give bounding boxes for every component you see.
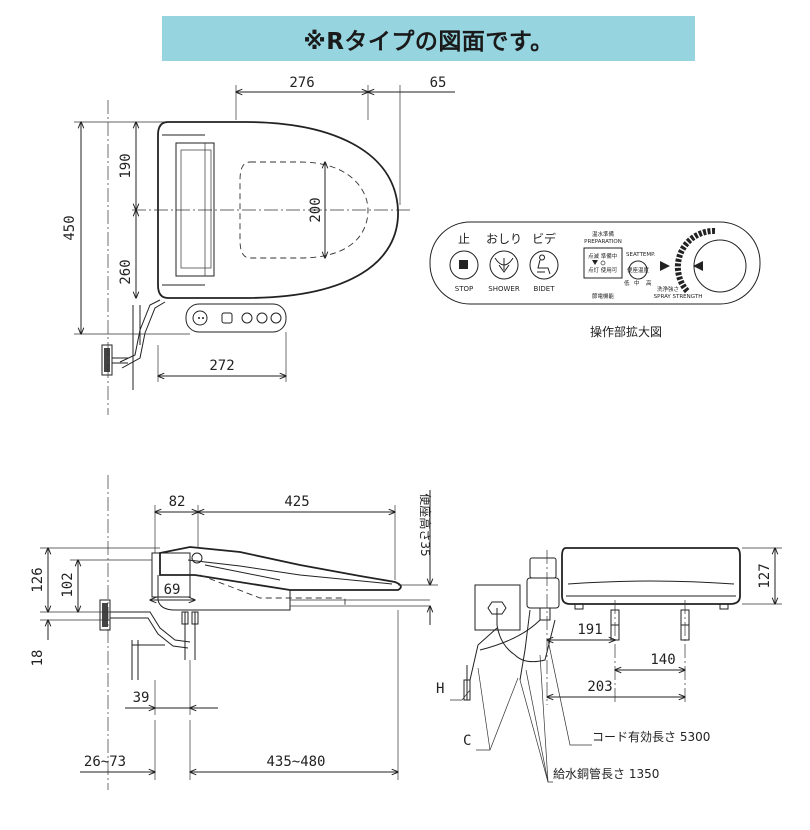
dim-272: 272 <box>209 358 234 374</box>
spray-label-jp: 洗浄強さ <box>657 285 679 293</box>
dim-39: 39 <box>133 690 150 706</box>
stop-icon <box>459 260 468 269</box>
dim-126: 126 <box>30 567 46 592</box>
dial-arrow-right-icon <box>660 261 670 271</box>
side-control-panel <box>185 303 287 333</box>
bidet-label-jp: ビデ <box>532 231 556 246</box>
dim-69: 69 <box>164 582 181 598</box>
stop-button[interactable] <box>449 250 479 280</box>
dim-18: 18 <box>30 650 46 667</box>
shower-icon <box>494 257 514 273</box>
valve-body <box>529 557 557 579</box>
control-panel-detail: 止 STOP おしり SHOWER ビデ BIDET 温水準備 PREPARAT… <box>429 221 761 339</box>
seat-outline <box>157 121 399 299</box>
side-seat-lid <box>159 546 402 591</box>
cord-length-label: コード有効長さ 5300 <box>592 729 710 744</box>
dim-65: 65 <box>430 75 447 91</box>
panel-outline <box>429 221 761 305</box>
shower-label-en: SHOWER <box>488 285 520 293</box>
seat-temp-btn-label: 便座温度 <box>627 266 650 274</box>
dim-260: 260 <box>118 259 134 284</box>
seat-high: 高 <box>646 279 652 287</box>
dim-425: 425 <box>284 494 309 510</box>
dial-arrow-left-icon <box>693 261 703 271</box>
seat-height-label: 便座高さ35 <box>418 493 433 556</box>
back-view: 127 191 140 203 H C コード有効長さ 5300 給水銅管長さ … <box>436 547 782 783</box>
banner-title: ※Rタイプの図面です。 <box>303 28 554 55</box>
top-view: 276 65 450 190 260 200 272 <box>62 75 455 415</box>
brand-label: 節電機能 <box>592 292 615 300</box>
prep-label-jp: 温水準備 <box>592 230 615 238</box>
bidet-label-en: BIDET <box>534 285 556 293</box>
stop-label-jp: 止 <box>458 232 470 246</box>
dim-276: 276 <box>289 75 314 91</box>
seat-temp-button[interactable] <box>628 260 648 280</box>
prep-row2: 点灯 使用可 <box>588 266 618 274</box>
hose-length-label: 給水銅管長さ 1350 <box>553 766 659 781</box>
dim-203: 203 <box>587 679 612 695</box>
seat-low: 低 <box>624 279 630 287</box>
stop-label-en: STOP <box>455 285 473 293</box>
dim-191: 191 <box>577 622 602 638</box>
dim-450: 450 <box>62 215 78 240</box>
panel-caption: 操作部拡大図 <box>590 324 662 339</box>
side-view: 82 425 便座高さ35 126 102 18 69 39 26~73 435… <box>30 475 438 790</box>
prep-row1: 点滅 準備中 <box>588 252 617 260</box>
seat-temp-label: SEATTEMP. <box>626 252 656 258</box>
bowl-opening <box>239 161 369 259</box>
dim-82: 82 <box>169 494 186 510</box>
bidet-icon <box>537 254 551 275</box>
dim-435-480: 435~480 <box>266 754 325 770</box>
dim-140: 140 <box>650 652 675 668</box>
spray-label-en: SPRAY STRENGTH <box>654 294 703 300</box>
dim-200: 200 <box>308 197 324 222</box>
dim-102: 102 <box>60 572 76 597</box>
dim-26-73: 26~73 <box>84 754 126 770</box>
shower-button[interactable] <box>489 250 519 280</box>
shower-label-jp: おしり <box>486 232 522 246</box>
spray-gradient-arc <box>674 227 716 295</box>
dim-127: 127 <box>757 563 773 588</box>
label-c: C <box>463 733 471 749</box>
title-banner: ※Rタイプの図面です。 <box>162 16 695 61</box>
bidet-button[interactable] <box>529 250 559 280</box>
label-h: H <box>436 681 444 697</box>
dim-190: 190 <box>118 153 134 178</box>
spray-dial[interactable] <box>693 239 747 293</box>
body-housing <box>175 142 215 277</box>
prep-indicator <box>583 247 623 279</box>
back-seat-outline <box>561 547 741 605</box>
prep-label-en: PREPARATION <box>584 239 622 245</box>
seat-mid: 中 <box>634 279 640 287</box>
